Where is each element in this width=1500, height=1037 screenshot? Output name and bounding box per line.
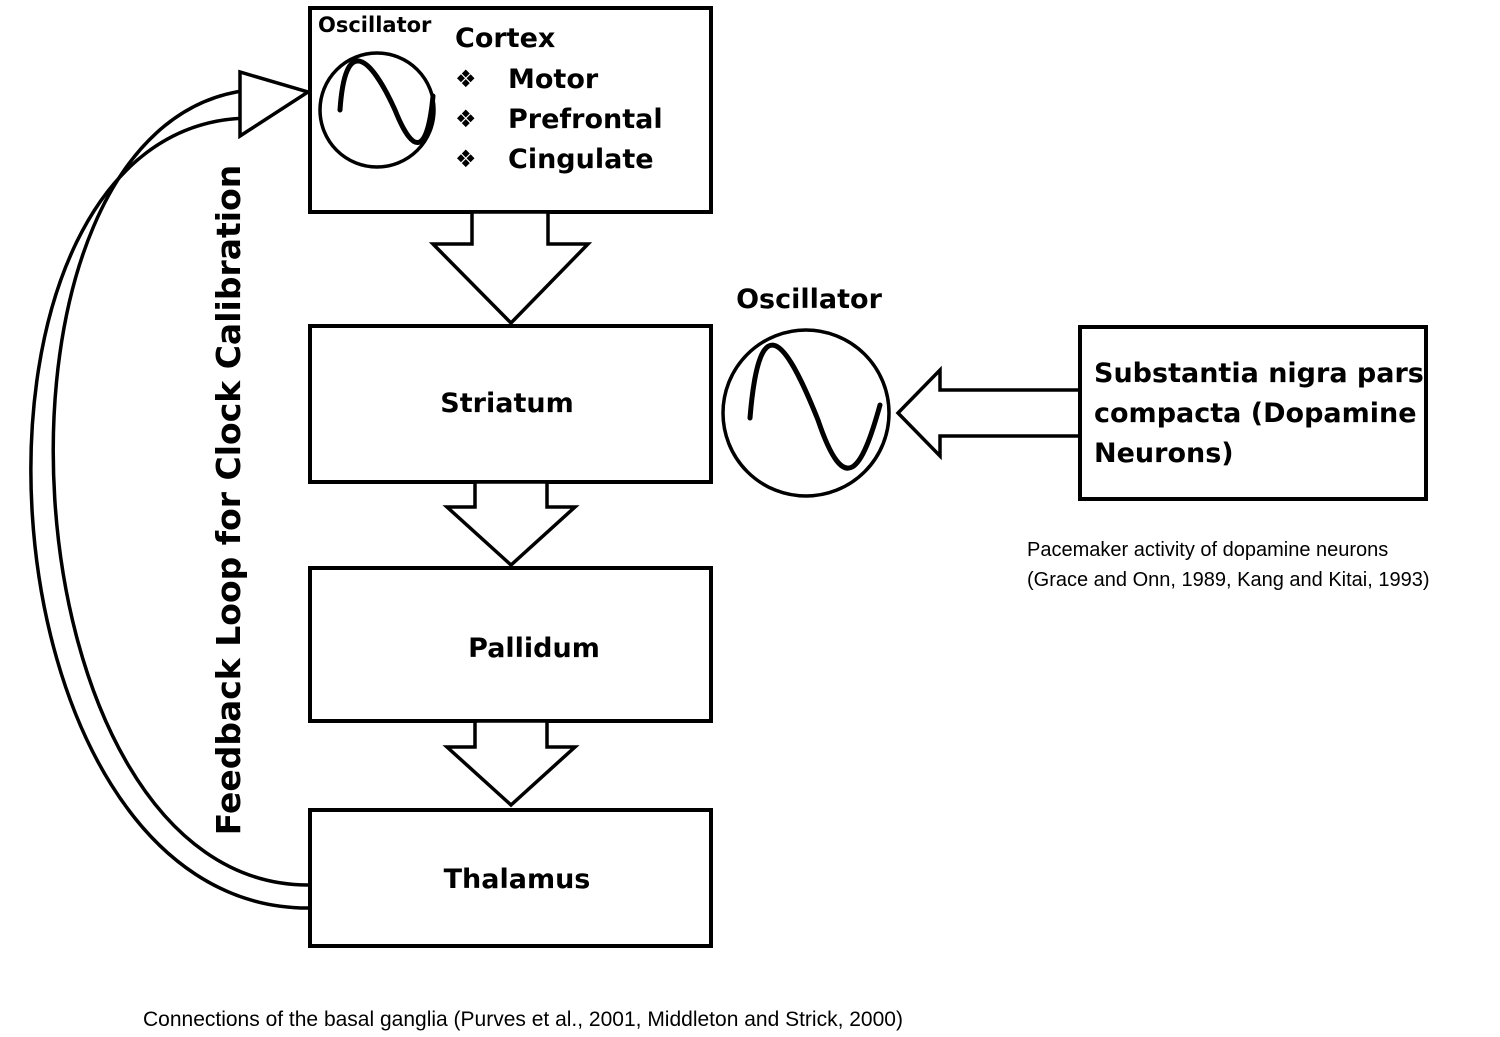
pacemaker-note-line-2: (Grace and Onn, 1989, Kang and Kitai, 19… <box>1027 569 1430 591</box>
thalamus-label: Thalamus <box>444 864 591 895</box>
cortex-bullet-icon: ❖ <box>455 105 477 133</box>
feedback-loop-label: Feedback Loop for Clock Calibration <box>209 165 248 835</box>
substantia-nigra-line-3: Neurons) <box>1094 438 1234 469</box>
cortex-bullet-icon: ❖ <box>455 65 477 93</box>
substantia-nigra-box <box>1078 325 1428 501</box>
cortex-item-list: ❖ Motor ❖ Prefrontal ❖ Cingulate <box>455 64 663 175</box>
substantia-nigra-line-2: compacta (Dopamine <box>1094 398 1417 429</box>
cortex-title: Cortex <box>455 23 555 54</box>
cortex-item-cingulate: Cingulate <box>508 144 654 175</box>
pallidum-to-thalamus-arrow <box>442 719 580 808</box>
striatum-box <box>308 324 713 484</box>
pallidum-label: Pallidum <box>468 633 600 664</box>
cortex-oscillator-icon <box>318 51 436 169</box>
striatum-label: Striatum <box>440 388 573 419</box>
cortex-oscillator-label: Oscillator <box>318 13 432 37</box>
snc-oscillator-label: Oscillator <box>736 284 882 315</box>
striatum-to-pallidum-arrow <box>442 480 580 568</box>
cortex-item-prefrontal: Prefrontal <box>508 104 663 135</box>
pacemaker-note-line-1: Pacemaker activity of dopamine neurons <box>1027 539 1388 561</box>
feedback-loop-arrow <box>29 69 313 910</box>
cortex-bullet-icon: ❖ <box>455 145 477 173</box>
cortex-to-striatum-arrow <box>428 210 593 326</box>
snc-to-oscillator-arrow <box>895 365 1082 461</box>
cortex-item-motor: Motor <box>508 64 599 95</box>
snc-oscillator-icon <box>721 328 891 498</box>
thalamus-box <box>308 808 713 948</box>
substantia-nigra-line-1: Substantia nigra pars <box>1094 358 1424 389</box>
figure-caption: Connections of the basal ganglia (Purves… <box>143 1008 903 1031</box>
